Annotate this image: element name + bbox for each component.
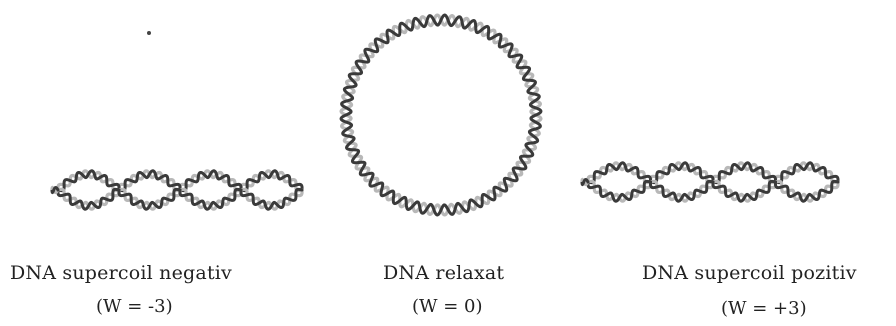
negative-supercoil-upper-strand-a — [56, 169, 304, 193]
negative-supercoil-left-cap-strand-a — [50, 185, 60, 195]
negative-supercoil-diagram — [50, 169, 304, 211]
relaxed-circle-strand-a — [339, 13, 543, 217]
stray-dot-mark — [147, 31, 151, 35]
negative-writhe-value: (W = -3) — [96, 296, 173, 317]
positive-supercoil-label: DNA supercoil pozitiv — [642, 262, 857, 284]
relaxed-dna-label: DNA relaxat — [383, 262, 505, 284]
relaxed-writhe-value: (W = 0) — [412, 296, 483, 317]
negative-supercoil-label: DNA supercoil negativ — [10, 262, 232, 284]
negative-supercoil-lower-strand-a — [56, 187, 304, 211]
positive-supercoil-upper-strand-a — [586, 161, 840, 185]
positive-supercoil-lower-strand-a — [586, 179, 840, 203]
relaxed-circle-diagram — [339, 13, 543, 217]
positive-supercoil-diagram — [580, 161, 840, 203]
positive-supercoil-left-cap-strand-a — [580, 177, 590, 187]
positive-writhe-value: (W = +3) — [721, 298, 807, 319]
